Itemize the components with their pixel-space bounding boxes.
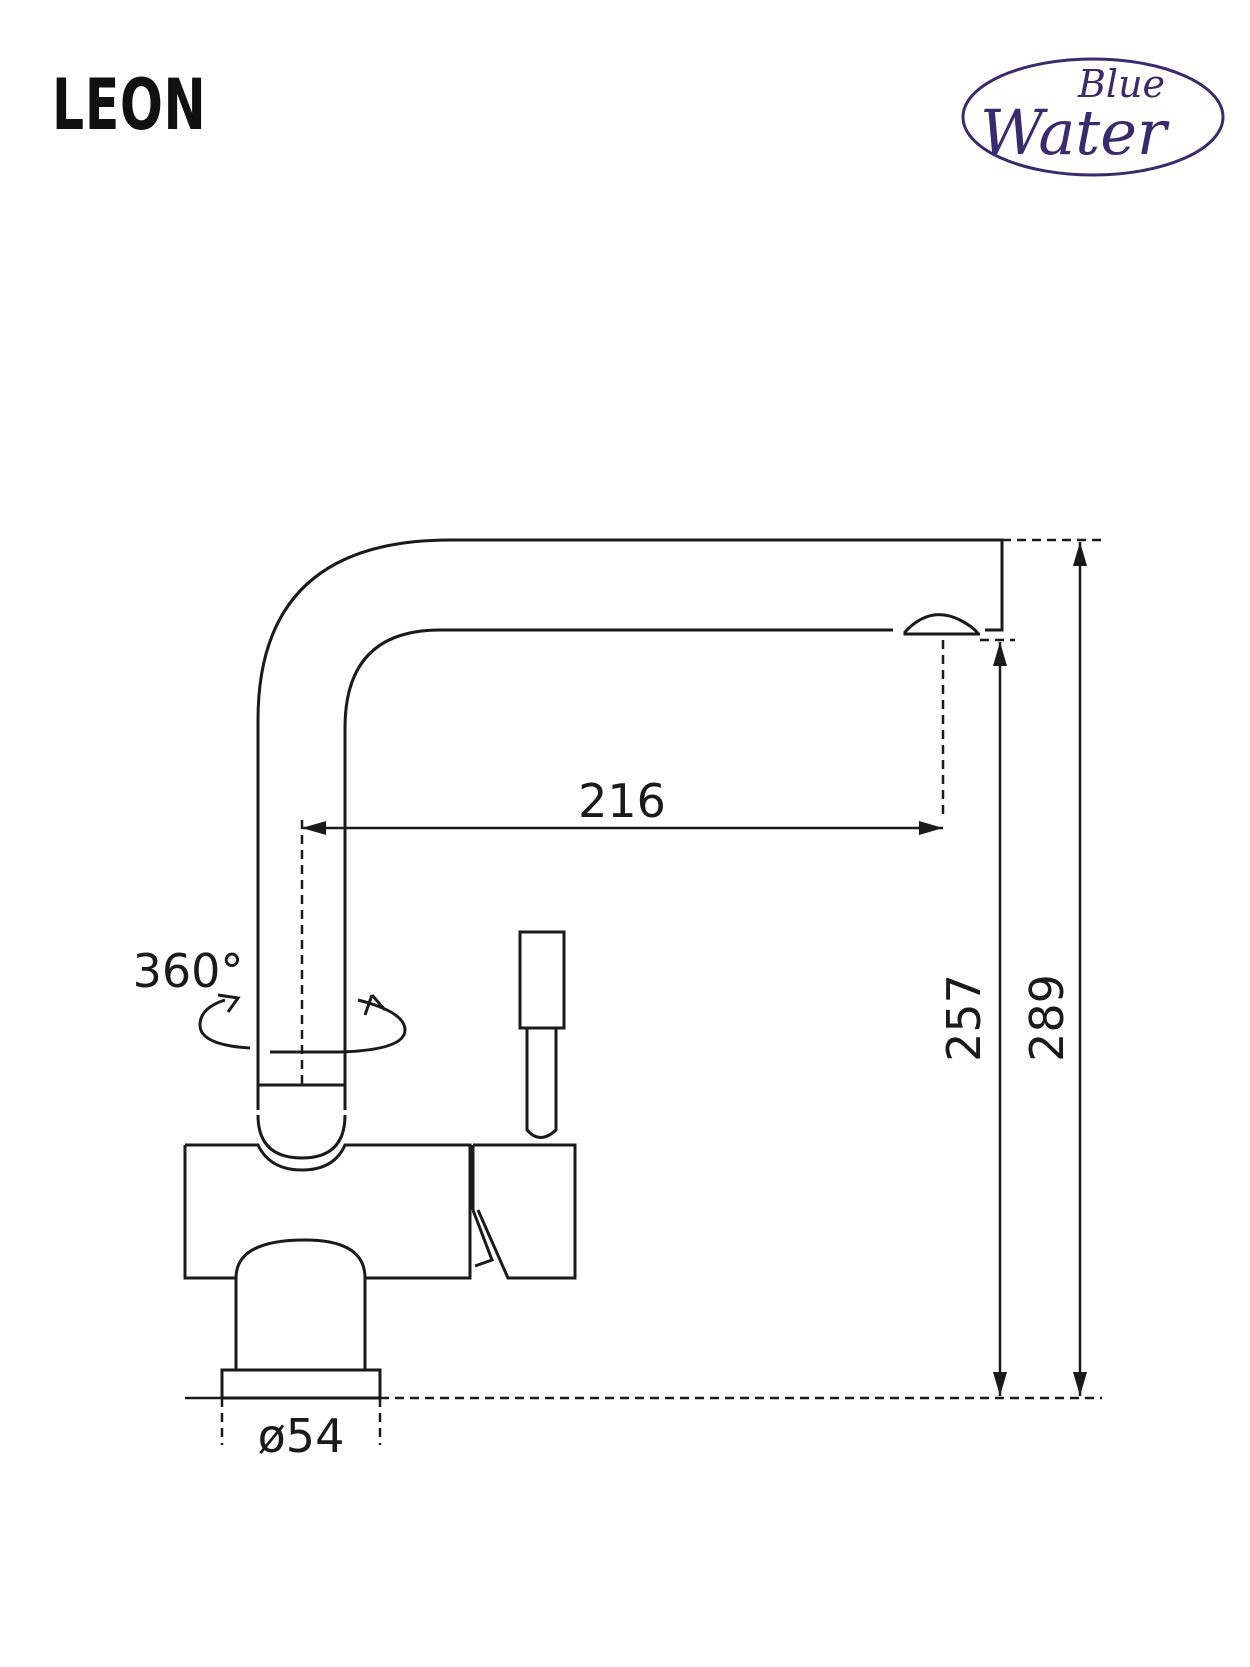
lever-block bbox=[473, 1143, 577, 1280]
extension-lines bbox=[220, 538, 1102, 1445]
dim-289-arrow-top bbox=[1073, 542, 1087, 566]
lever-handle bbox=[518, 930, 566, 1030]
dimension-lines bbox=[302, 542, 1082, 1396]
rotation-label: 360° bbox=[133, 944, 244, 998]
brand-logo: Blue Water bbox=[961, 57, 1225, 177]
spout-outer bbox=[256, 538, 1004, 1110]
rotation-arrow-right bbox=[363, 994, 387, 1016]
base-plate bbox=[220, 1368, 382, 1400]
dim-289-label: 289 bbox=[1020, 974, 1074, 1062]
dim-216-arrow-right bbox=[919, 821, 943, 835]
body-left bbox=[185, 1143, 472, 1280]
faucet-outline bbox=[183, 538, 1004, 1400]
dim-289-arrow-bottom bbox=[1073, 1372, 1087, 1396]
logo-word-water: Water bbox=[980, 96, 1170, 169]
body-left-bottom bbox=[183, 1145, 236, 1280]
dim-base-diameter-label: ø54 bbox=[258, 1409, 345, 1463]
dim-216-arrow-left bbox=[302, 821, 326, 835]
logo-word-blue: Blue bbox=[1077, 62, 1165, 106]
aerator bbox=[903, 613, 981, 636]
dimension-arrowheads bbox=[302, 542, 1087, 1396]
base-neck bbox=[234, 1238, 367, 1370]
lever-block-slope bbox=[471, 1209, 494, 1268]
dim-257-label: 257 bbox=[937, 974, 991, 1062]
spout-collar-bottom bbox=[256, 1114, 347, 1160]
lever-stem bbox=[525, 1028, 558, 1139]
spout-inner bbox=[343, 628, 893, 1110]
dim-257-arrow-top bbox=[993, 642, 1007, 666]
rotation-arrow-left bbox=[217, 993, 241, 1013]
dim-257-arrow-bottom bbox=[993, 1372, 1007, 1396]
product-title: LEON bbox=[52, 64, 207, 146]
logo-ellipse bbox=[961, 57, 1225, 177]
dim-216-label: 216 bbox=[578, 774, 666, 828]
